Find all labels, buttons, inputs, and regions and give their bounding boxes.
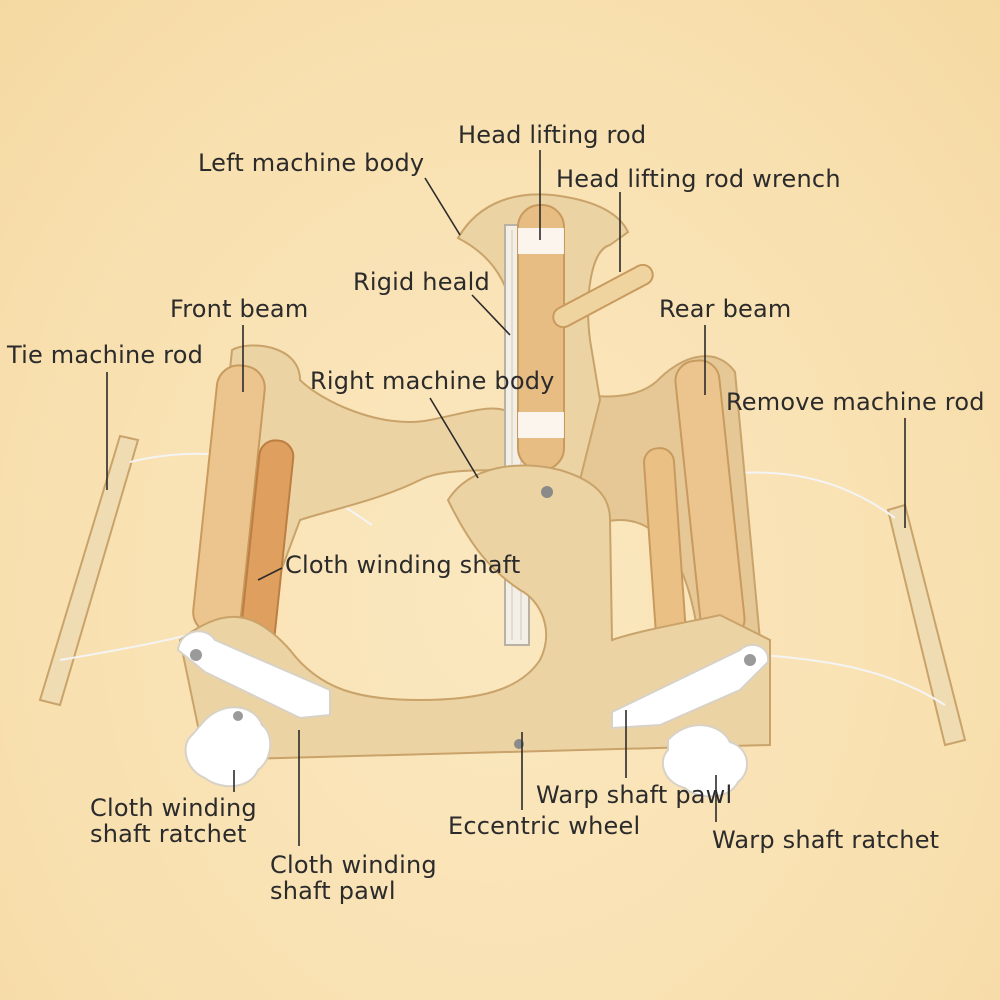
label-cloth-winding-shaft-pawl-line1: Cloth winding <box>270 851 437 879</box>
warp-shaft-ratchet-shape <box>661 724 748 798</box>
label-head-lifting-rod: Head lifting rod <box>458 121 647 149</box>
label-cloth-winding-shaft: Cloth winding shaft <box>285 551 521 579</box>
label-rear-beam: Rear beam <box>659 295 792 323</box>
label-eccentric-wheel: Eccentric wheel <box>448 812 641 840</box>
label-tie-machine-rod: Tie machine rod <box>7 341 204 369</box>
label-right-machine-body: Right machine body <box>310 367 555 395</box>
label-warp-shaft-ratchet: Warp shaft ratchet <box>712 826 940 854</box>
label-warp-shaft-pawl: Warp shaft pawl <box>536 781 733 809</box>
label-cloth-winding-shaft-pawl-line2: shaft pawl <box>270 877 396 905</box>
leader-right-machine-body <box>429 397 479 479</box>
cloth-winding-shaft-ratchet-shape <box>184 706 272 788</box>
label-cloth-winding-shaft-ratchet-line2: shaft ratchet <box>90 820 247 848</box>
tie-machine-rod-shape <box>38 434 140 707</box>
label-cloth-winding-shaft-ratchet-line1: Cloth winding <box>90 794 257 822</box>
leader-left-machine-body <box>424 177 461 236</box>
label-head-lifting-rod-wrench: Head lifting rod wrench <box>556 165 841 193</box>
label-front-beam: Front beam <box>170 295 309 323</box>
right-machine-body-board <box>178 464 771 762</box>
right-string-bottom <box>759 654 946 706</box>
label-left-machine-body: Left machine body <box>198 149 425 177</box>
leader-lines <box>106 150 906 846</box>
cloth-winding-shaft-pawl-shape <box>176 630 331 720</box>
label-cloth-winding-shaft-pawl: Cloth winding shaft pawl <box>270 852 437 904</box>
label-cloth-winding-shaft-ratchet: Cloth winding shaft ratchet <box>90 795 257 847</box>
warp-shaft-pawl-shape <box>611 643 770 730</box>
label-rigid-heald: Rigid heald <box>353 268 490 296</box>
label-remove-machine-rod: Remove machine rod <box>726 388 985 416</box>
remove-machine-rod-shape <box>886 503 967 747</box>
leader-cloth-winding-shaft <box>257 567 283 581</box>
leader-rigid-heald <box>471 294 511 336</box>
head-lifting-rod-wrench-dowel <box>552 263 654 329</box>
